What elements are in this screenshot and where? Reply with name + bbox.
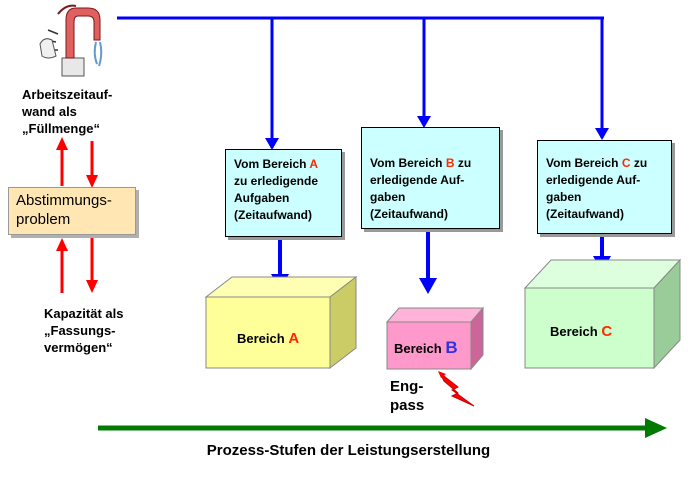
problem-line: Abstimmungs- — [16, 192, 112, 209]
red-arrowhead-down-top — [86, 175, 98, 188]
task-box-letter: A — [309, 157, 319, 171]
bereich-b-label: Bereich B — [394, 338, 458, 358]
bottleneck-label: Eng- pass — [390, 377, 424, 415]
task-box-line: Vom Bereich B zu — [370, 155, 491, 172]
task-box-line: erledigende Auf- — [546, 173, 641, 187]
bereich-letter: B — [445, 338, 458, 357]
capacity-label-line: „Fassungs- — [44, 323, 116, 338]
red-arrowhead-up-top — [56, 137, 68, 150]
bereich-word: Bereich — [237, 331, 285, 346]
water-pump-icon — [39, 4, 103, 77]
task-box-c: Vom Bereich C zu erledigende Auf- gaben … — [537, 140, 672, 234]
task-box-suffix: zu — [454, 156, 472, 170]
task-box-suffix: zu — [630, 156, 648, 170]
capacity-label-line: vermögen“ — [44, 340, 113, 355]
bereich-word: Bereich — [394, 341, 442, 356]
arrowhead-box-c — [595, 128, 609, 140]
lightning-icon — [438, 371, 475, 407]
task-box-line: (Zeitaufwand) — [546, 207, 624, 221]
capacity-label: Kapazität als „Fassungs- vermögen“ — [44, 305, 184, 356]
task-box-line: (Zeitaufwand) — [370, 207, 448, 221]
task-box-line: gaben — [546, 190, 582, 204]
bottleneck-line: Eng- — [390, 378, 424, 395]
red-arrowhead-down-bottom — [86, 280, 98, 293]
task-box-a: Vom Bereich A zu erledigende Aufgaben (Z… — [225, 149, 342, 237]
bereich-c-label: Bereich C — [550, 323, 612, 340]
task-box-b: Vom Bereich B zu erledigende Auf- gaben … — [361, 127, 500, 229]
task-box-prefix: Vom Bereich — [370, 156, 446, 170]
process-stages-label: Prozess-Stufen der Leistungserstellung — [206, 442, 491, 459]
task-box-letter: B — [445, 156, 455, 170]
task-box-line: Aufgaben — [234, 191, 290, 205]
arrowhead-box-b — [417, 116, 431, 128]
workload-label-line: wand als — [22, 104, 77, 119]
process-arrowhead — [645, 418, 667, 438]
task-box-prefix: Vom Bereich — [546, 156, 622, 170]
workload-label: Arbeitszeitauf- wand als „Füllmenge“ — [22, 86, 162, 137]
cube-c — [523, 258, 682, 370]
arrowhead-cube-b — [419, 278, 437, 294]
task-box-letter: C — [621, 156, 631, 170]
workload-label-line: Arbeitszeitauf- — [22, 87, 113, 102]
problem-line: problem — [16, 211, 71, 228]
bereich-a-label: Bereich A — [237, 330, 299, 347]
bereich-letter: C — [601, 323, 613, 340]
red-arrowhead-up-bottom — [56, 238, 68, 251]
bottleneck-line: pass — [390, 397, 425, 414]
coordination-problem-box: Abstimmungs- problem — [8, 187, 136, 235]
bereich-letter: A — [288, 330, 300, 347]
task-box-line: (Zeitaufwand) — [234, 208, 312, 222]
arrowhead-box-a — [265, 138, 279, 150]
task-box-line: Vom Bereich C zu — [546, 155, 663, 172]
task-box-line: zu erledigende — [234, 174, 319, 188]
task-box-line: gaben — [370, 190, 406, 204]
cube-b — [385, 306, 485, 371]
cube-a — [204, 275, 358, 370]
task-box-prefix: Vom Bereich — [234, 157, 310, 171]
bereich-word: Bereich — [550, 324, 598, 339]
task-box-line: Vom Bereich A — [234, 156, 333, 173]
workload-label-line: „Füllmenge“ — [22, 121, 101, 136]
task-box-line: erledigende Auf- — [370, 173, 465, 187]
capacity-label-line: Kapazität als — [44, 306, 124, 321]
